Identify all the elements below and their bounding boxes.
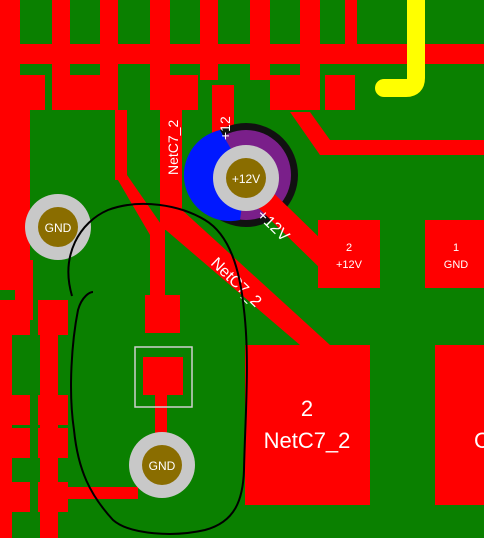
copper-trace[interactable]	[290, 112, 484, 155]
copper-pad[interactable]	[270, 75, 320, 110]
copper-pad[interactable]	[38, 395, 68, 425]
pad-net: GND	[444, 259, 469, 271]
copper-pad[interactable]	[145, 295, 180, 333]
pad-number: 1	[453, 242, 459, 254]
copper-pad[interactable]	[52, 75, 100, 110]
via-label: GND	[149, 459, 176, 473]
via-12v[interactable]: +12V	[213, 145, 279, 211]
copper-trace[interactable]	[160, 210, 330, 345]
pad-net: +12V	[336, 259, 363, 271]
copper-pad[interactable]	[425, 220, 484, 288]
freehand-annotation[interactable]	[67, 202, 248, 535]
trace-label-netc7-vertical: NetC7_2	[165, 120, 181, 175]
copper-pad[interactable]	[38, 300, 68, 335]
copper-pad-strip[interactable]	[200, 0, 218, 80]
via-label: GND	[45, 221, 72, 235]
copper-pad[interactable]	[0, 300, 30, 335]
copper-trace[interactable]	[115, 110, 127, 180]
copper-pad[interactable]	[38, 482, 68, 512]
copper-pad[interactable]	[38, 428, 68, 458]
copper-pad-strip[interactable]	[250, 0, 270, 80]
copper-pad[interactable]	[150, 75, 198, 110]
pad-net-partial: C	[474, 428, 484, 453]
silkscreen-outline	[375, 0, 425, 97]
copper-pad-strip[interactable]	[150, 0, 170, 80]
copper-trace[interactable]	[68, 487, 138, 499]
pad-net: NetC7_2	[264, 428, 351, 453]
trace-label-12v-vertical: +12	[217, 116, 233, 140]
via-label: +12V	[232, 172, 260, 186]
copper-pad[interactable]	[0, 395, 30, 425]
copper-pad-strip[interactable]	[0, 0, 20, 80]
pad-outline-square[interactable]	[134, 346, 193, 408]
copper-pad[interactable]	[318, 220, 380, 288]
copper-pad[interactable]	[435, 345, 484, 505]
copper-pad-strip[interactable]	[52, 0, 70, 80]
via-gnd-left[interactable]: GND	[25, 194, 91, 260]
copper-pad[interactable]	[143, 357, 183, 395]
copper-band	[0, 44, 484, 64]
copper-trace[interactable]	[115, 175, 165, 300]
copper-pad[interactable]	[0, 428, 30, 458]
pad-number: 2	[301, 396, 313, 421]
copper-pad[interactable]	[325, 75, 355, 110]
copper-pad[interactable]	[0, 482, 30, 512]
copper-trace[interactable]	[160, 110, 182, 230]
copper-pad[interactable]	[0, 75, 45, 110]
copper-pad[interactable]	[245, 345, 370, 505]
pad-number: 2	[346, 242, 352, 254]
via-gnd-bottom[interactable]: GND	[129, 432, 195, 498]
copper-pad-strip[interactable]	[300, 0, 320, 80]
copper-trace[interactable]	[0, 180, 25, 210]
